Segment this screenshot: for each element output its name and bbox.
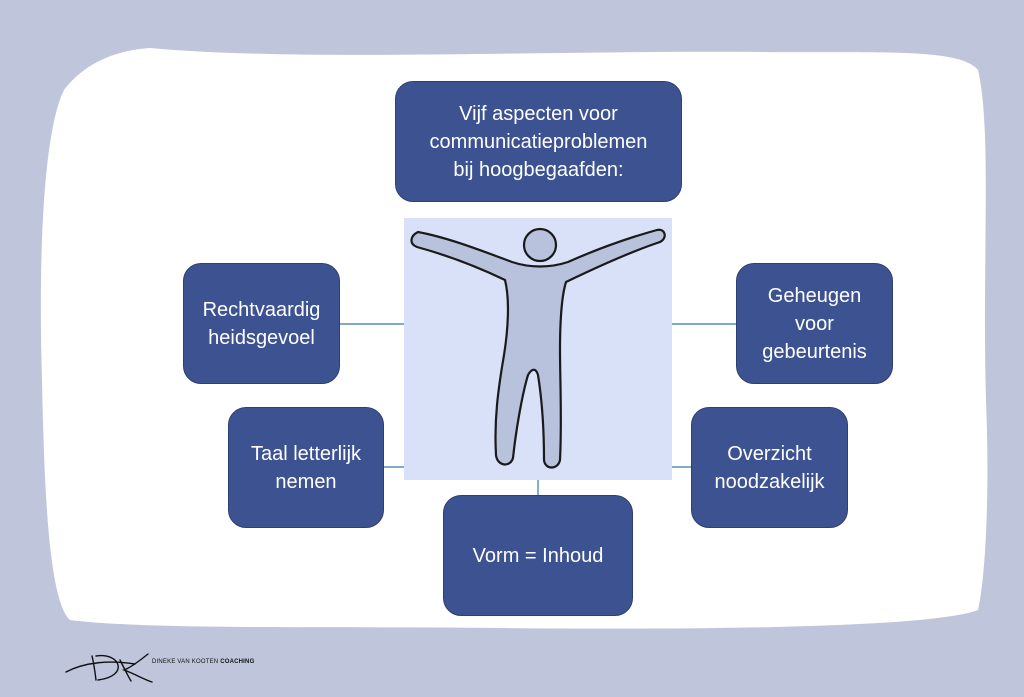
title-box: Vijf aspecten voor communicatieproblemen… <box>395 81 682 202</box>
person-body <box>410 228 666 469</box>
aspect-box-geheugen: Geheugen voor gebeurtenis <box>736 263 893 384</box>
aspect-label: Vorm = Inhoud <box>472 544 604 567</box>
signature-logo <box>65 653 153 683</box>
person-figure <box>410 227 666 469</box>
aspect-label: Taal letterlijk nemen <box>250 442 362 493</box>
aspect-box-rechtvaardigheidsgevoel: Rechtvaardig heidsgevoel <box>183 263 340 384</box>
aspect-label: Rechtvaardig heidsgevoel <box>202 298 321 349</box>
logo-text: DINEKE VAN KOOTEN COACHING <box>152 659 254 665</box>
title-text: Vijf aspecten voor communicatieproblemen… <box>429 102 648 181</box>
aspect-label: Overzicht noodzakelijk <box>714 442 825 493</box>
aspect-label: Geheugen voor gebeurtenis <box>762 284 867 363</box>
logo-name: DINEKE VAN KOOTEN <box>152 659 219 665</box>
aspect-box-overzicht: Overzicht noodzakelijk <box>691 407 848 528</box>
person-head <box>522 227 558 263</box>
aspect-box-taal-letterlijk: Taal letterlijk nemen <box>228 407 384 528</box>
aspect-box-vorm-inhoud: Vorm = Inhoud <box>443 495 633 616</box>
logo-name-bold: COACHING <box>220 659 255 665</box>
